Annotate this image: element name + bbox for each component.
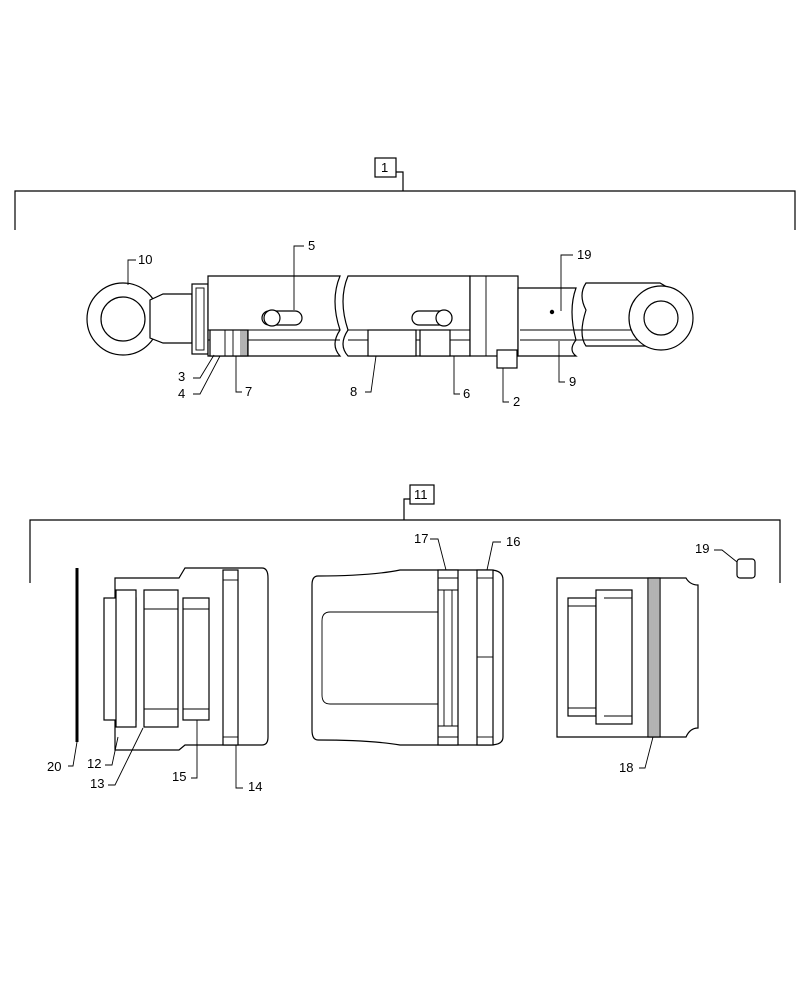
assembly-11-label: 11 xyxy=(414,487,428,502)
rod-guide-cutaway xyxy=(209,329,249,357)
port-left xyxy=(261,309,303,327)
callout-13: 13 xyxy=(90,776,104,791)
assembly-11-label-box xyxy=(409,484,435,505)
callout-19-top: 19 xyxy=(577,247,591,262)
callout-10: 10 xyxy=(138,252,152,267)
part-cutaway-sleeve xyxy=(556,577,699,738)
assembly-1-bracket xyxy=(14,171,796,230)
rod-tail xyxy=(517,287,578,357)
callout-4: 4 xyxy=(178,386,185,401)
part-19-grease-fitting xyxy=(736,558,756,579)
callout-20: 20 xyxy=(47,759,61,774)
assembly-11-group: 11 xyxy=(29,484,781,794)
callout-5: 5 xyxy=(308,238,315,253)
assembly-1-group: 1 xyxy=(14,157,796,409)
part-head-gland xyxy=(103,567,269,751)
part-piston xyxy=(311,569,504,746)
assembly-1-label-box xyxy=(374,157,397,178)
callout-3: 3 xyxy=(178,369,185,384)
callout-15: 15 xyxy=(172,769,186,784)
callout-19-bottom: 19 xyxy=(695,541,709,556)
assembly-1-label: 1 xyxy=(381,160,388,175)
callout-16: 16 xyxy=(506,534,520,549)
rod-eye-left xyxy=(86,282,160,356)
assembly-11-bracket xyxy=(29,498,781,583)
head-flange-inner xyxy=(195,287,205,351)
barrel-end-cap xyxy=(469,275,519,357)
callout-8: 8 xyxy=(350,384,357,399)
callout-14: 14 xyxy=(248,779,262,794)
rod-neck xyxy=(149,293,193,344)
callout-2: 2 xyxy=(513,394,520,409)
callout-6: 6 xyxy=(463,386,470,401)
port-right xyxy=(411,309,453,327)
callouts-assembly-11: 20 12 13 15 14 17 16 19 18 xyxy=(47,531,738,794)
callout-17: 17 xyxy=(414,531,428,546)
rod-eye-right xyxy=(628,285,694,351)
callouts-assembly-1: 10 5 19 3 4 7 8 6 2 9 xyxy=(127,238,591,409)
head-flange xyxy=(191,283,209,355)
callout-7: 7 xyxy=(245,384,252,399)
callout-18: 18 xyxy=(619,760,633,775)
callout-12: 12 xyxy=(87,756,101,771)
callout-9: 9 xyxy=(569,374,576,389)
grease-fitting-dot xyxy=(549,309,555,315)
piston-cutaway xyxy=(367,329,417,357)
